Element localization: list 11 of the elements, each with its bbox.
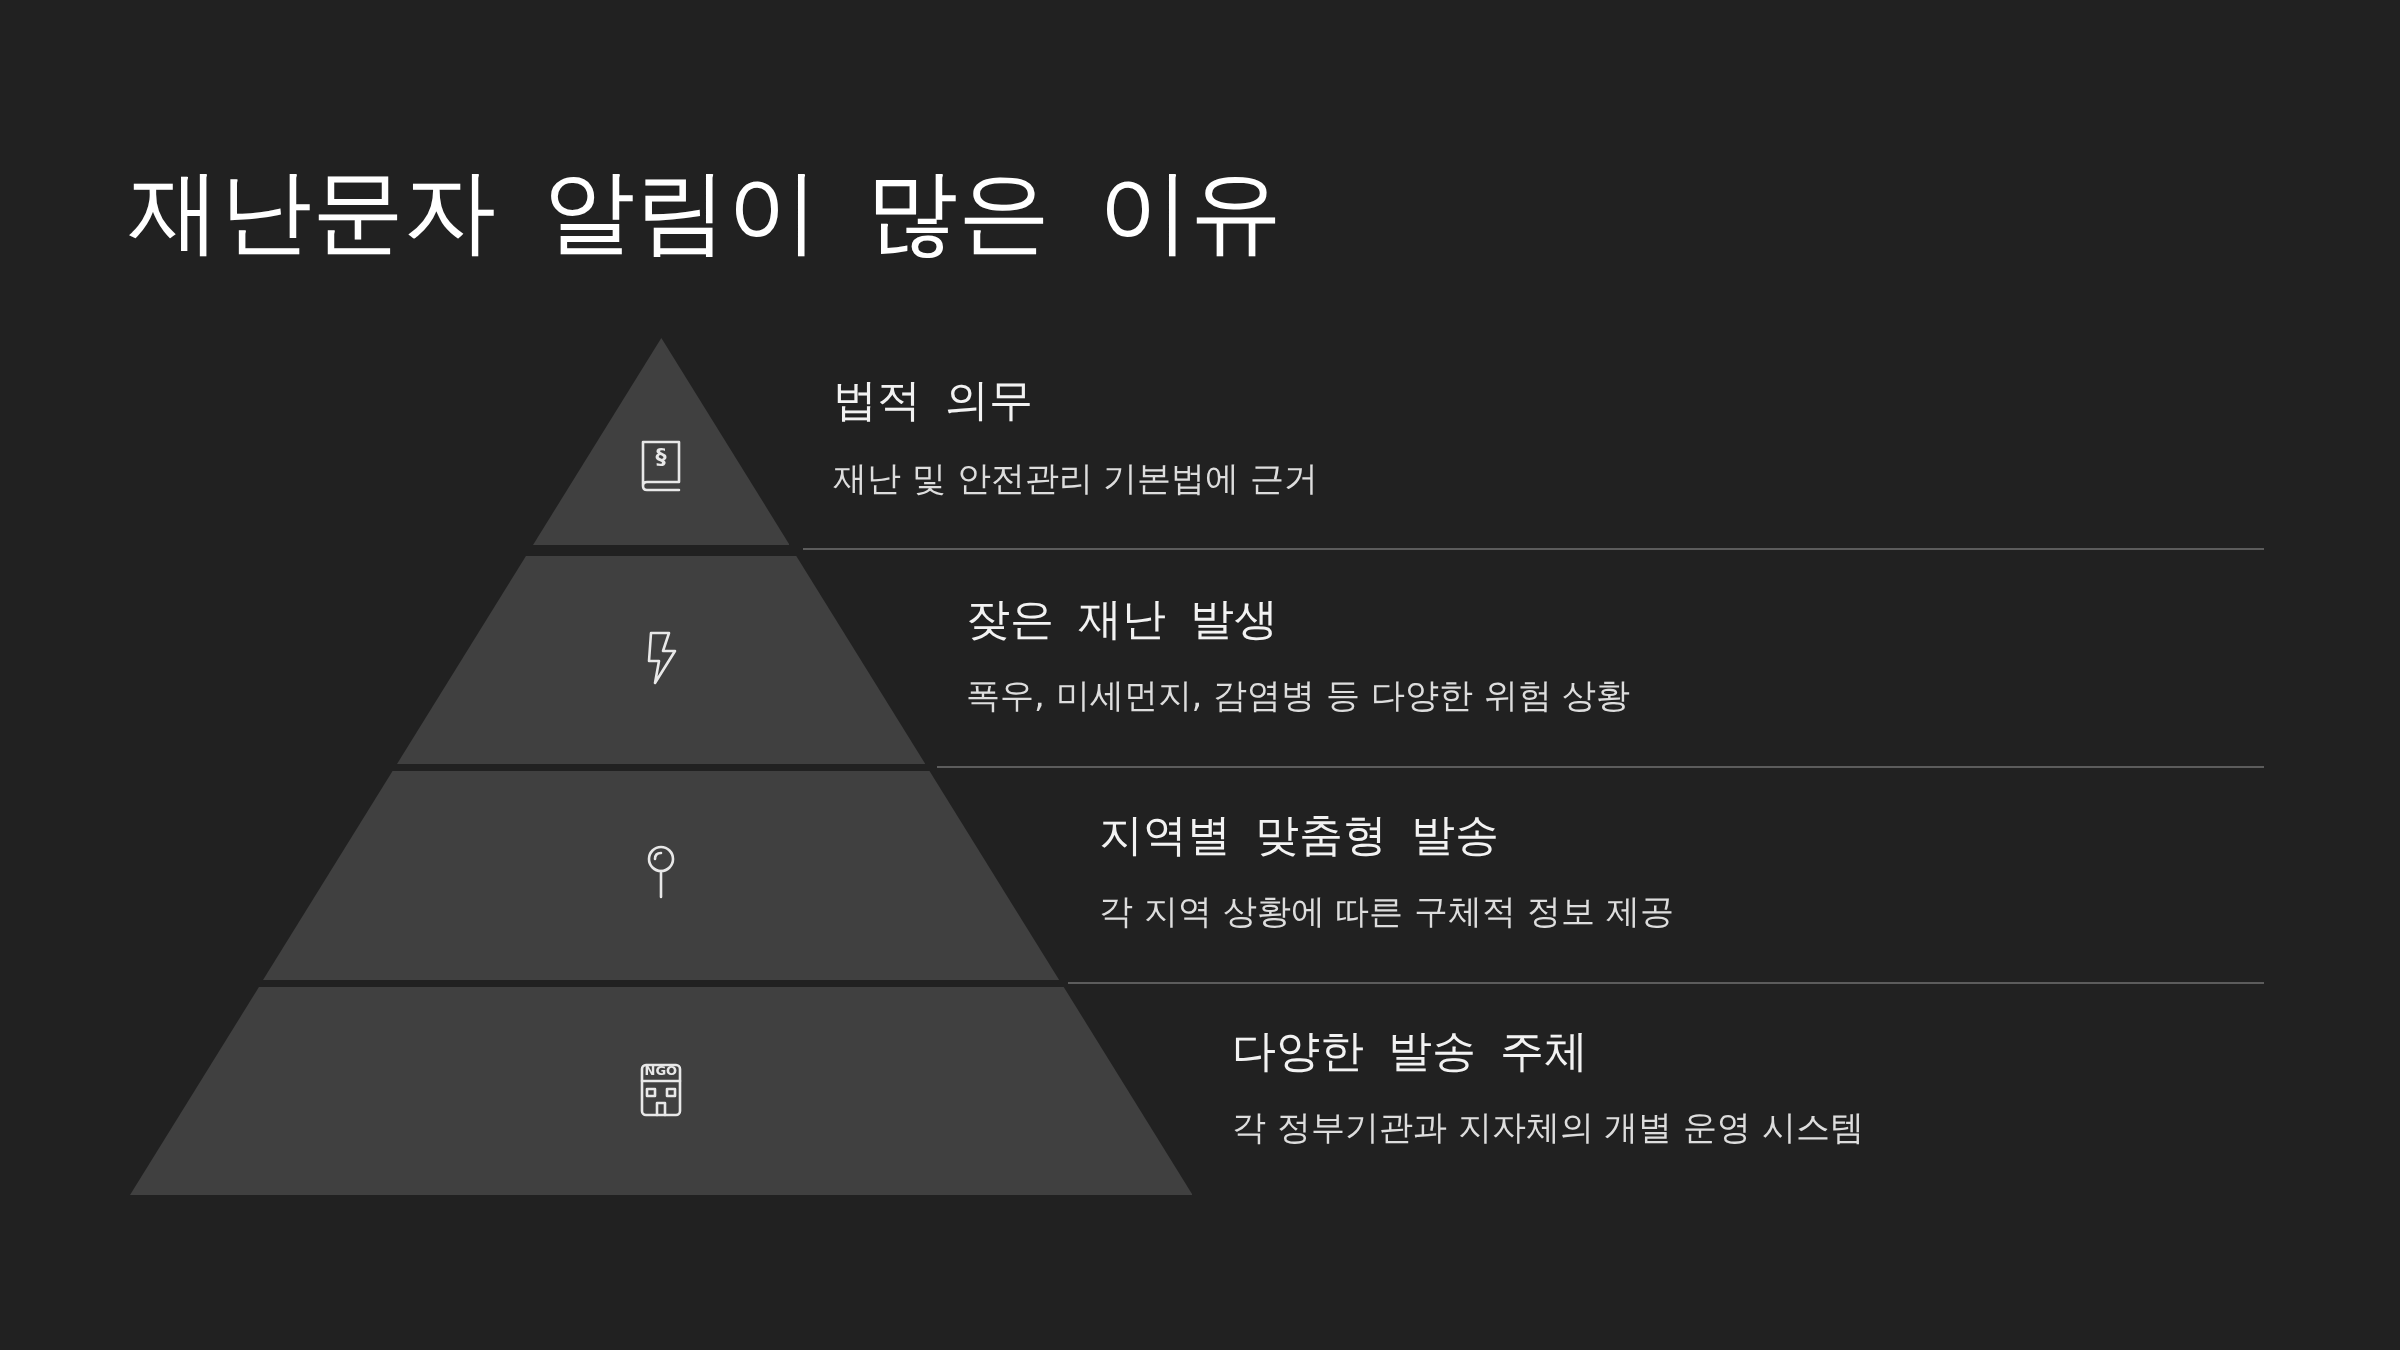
tier-heading: 지역별 맞춤형 발송 (1099, 808, 1499, 862)
icon-glyph: § (655, 446, 667, 468)
tier-description: 폭우, 미세먼지, 감염병 등 다양한 위험 상황 (966, 674, 1631, 717)
tier-heading: 다양한 발송 주체 (1232, 1024, 1588, 1078)
tier-description: 각 지역 상황에 따른 구체적 정보 제공 (1099, 890, 1674, 933)
tier-heading: 법적 의무 (833, 373, 1033, 427)
slide-title: 재난문자 알림이 많은 이유 (128, 157, 1282, 267)
icon-glyph: NGO (644, 1063, 678, 1077)
tier-heading: 잦은 재난 발생 (966, 592, 1278, 646)
tier-description: 재난 및 안전관리 기본법에 근거 (833, 457, 1319, 500)
tier-description: 각 정부기관과 지자체의 개별 운영 시스템 (1232, 1106, 1865, 1149)
